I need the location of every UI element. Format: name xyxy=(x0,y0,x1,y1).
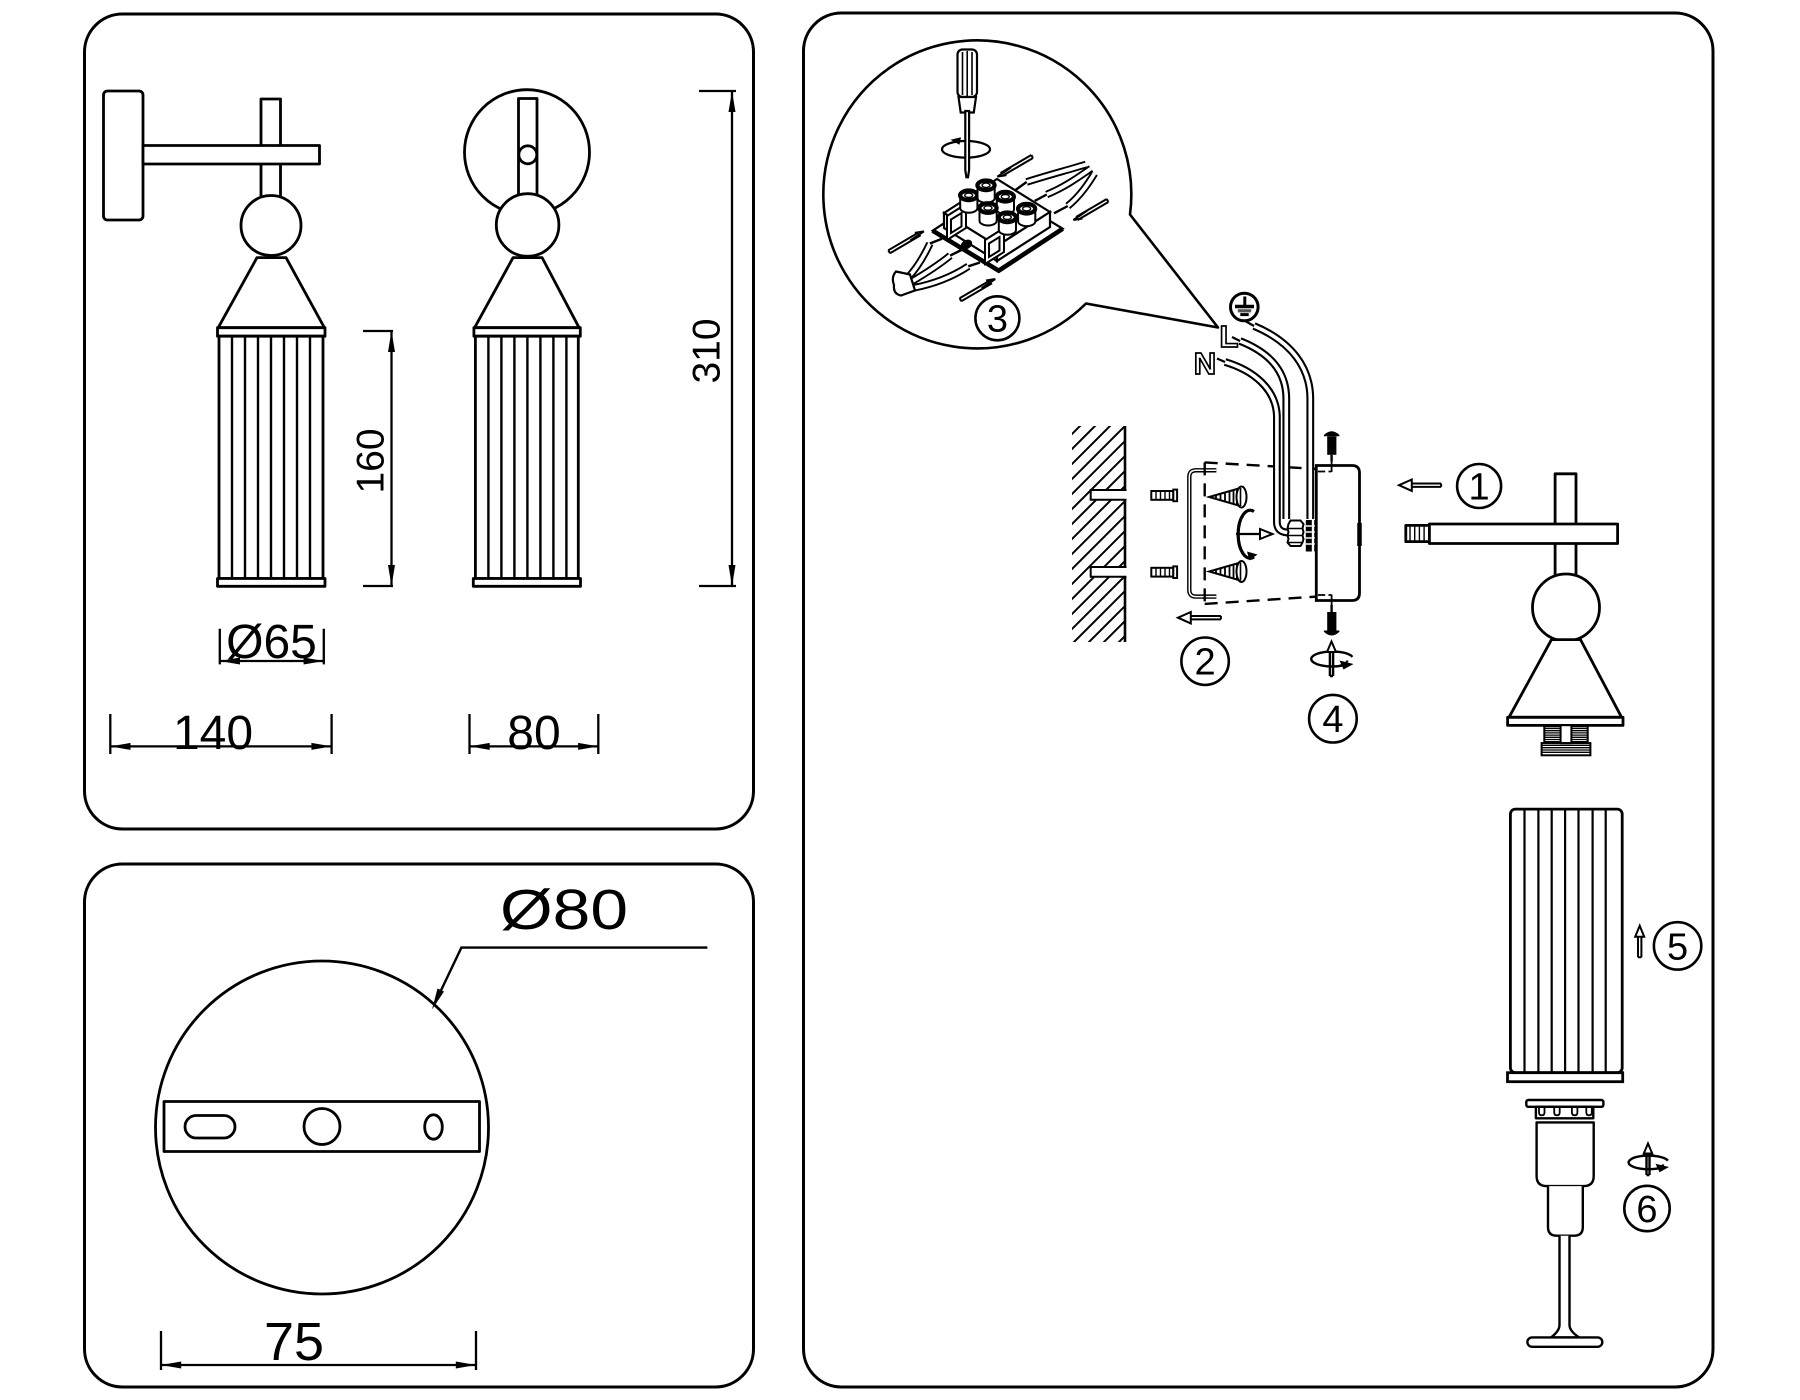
svg-text:3: 3 xyxy=(987,299,1008,341)
svg-text:L: L xyxy=(1220,319,1239,354)
svg-text:Ø80: Ø80 xyxy=(500,878,628,942)
svg-text:N: N xyxy=(1194,346,1216,381)
svg-text:2: 2 xyxy=(1195,642,1216,684)
svg-text:1: 1 xyxy=(1469,467,1490,509)
svg-text:310: 310 xyxy=(686,318,729,383)
svg-text:4: 4 xyxy=(1322,699,1343,741)
svg-text:160: 160 xyxy=(350,428,393,493)
svg-text:5: 5 xyxy=(1667,926,1688,968)
svg-text:140: 140 xyxy=(173,707,253,760)
svg-text:Ø65: Ø65 xyxy=(226,616,317,669)
svg-text:80: 80 xyxy=(507,707,560,760)
svg-text:75: 75 xyxy=(264,1312,324,1372)
svg-text:6: 6 xyxy=(1636,1189,1657,1231)
